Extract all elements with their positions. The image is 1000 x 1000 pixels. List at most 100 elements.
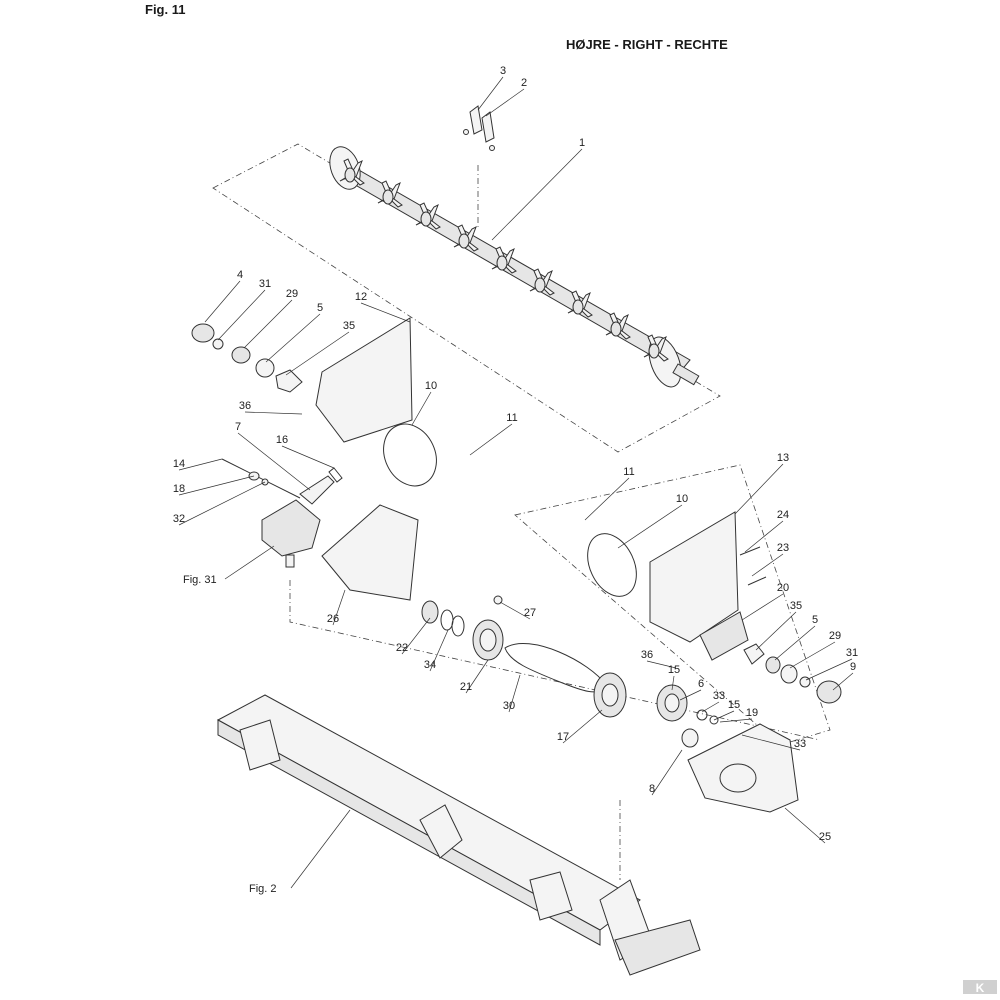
right-bracket [699, 611, 749, 661]
leader-ref-fig2 [290, 809, 351, 889]
callout-c29a: 29 [286, 288, 298, 300]
leader-c10a [411, 391, 432, 426]
callout-c5b: 5 [812, 614, 818, 626]
gearbox-area [221, 458, 343, 568]
leader-c35b [755, 611, 797, 651]
reference-fig2: Fig. 2 [249, 883, 277, 895]
leader-c30 [508, 674, 521, 713]
leader-c6 [679, 689, 702, 701]
leader-c19 [719, 718, 753, 723]
leader-c34 [429, 629, 449, 672]
callout-c6: 6 [698, 678, 704, 690]
right-side-plate [649, 511, 739, 643]
callout-c7: 7 [235, 421, 241, 433]
callout-c10a: 10 [425, 380, 437, 392]
tine-parts [463, 105, 495, 151]
callout-c14: 14 [173, 458, 185, 470]
callout-c31b: 31 [846, 647, 858, 659]
leader-c17 [562, 709, 603, 744]
callout-labels: 3214312953512101136716141832111013242320… [173, 65, 858, 895]
leader-c36b [646, 660, 677, 669]
side-title: HØJRE - RIGHT - RECHTE [566, 37, 728, 52]
leader-c29a [243, 299, 293, 349]
leader-c31b [805, 658, 853, 681]
left-pulley-group [421, 595, 504, 661]
callout-c29b: 29 [829, 630, 841, 642]
leader-c22 [401, 617, 431, 655]
leader-c12 [360, 302, 411, 323]
leader-c13 [734, 463, 784, 515]
right-drive-outline [514, 464, 831, 746]
belt-guard-hole [719, 763, 757, 793]
v-belt [504, 643, 607, 693]
callout-c3: 3 [500, 65, 506, 77]
reference-fig31: Fig. 31 [183, 574, 217, 586]
drive-line-outline [289, 580, 821, 741]
left-bearing-stack [191, 323, 303, 393]
rotor-shaft-assembly [329, 146, 700, 388]
right-pulley-group [656, 684, 719, 748]
leader-c16 [281, 445, 335, 469]
callout-c35b: 35 [790, 600, 802, 612]
callout-c13: 13 [777, 452, 789, 464]
leader-c10b [617, 504, 683, 549]
leader-c26 [332, 589, 346, 626]
rotor-tines [339, 158, 669, 362]
leader-c35a [285, 331, 350, 376]
callout-c16: 16 [276, 434, 288, 446]
leader-c8 [651, 749, 683, 796]
figure-title: Fig. 11 [145, 2, 185, 17]
left-guard-ring [383, 423, 437, 487]
callout-c4: 4 [237, 269, 243, 281]
callout-c35a: 35 [343, 320, 355, 332]
callout-c26: 26 [327, 613, 339, 625]
leader-c9 [832, 672, 854, 691]
leader-c21 [465, 659, 489, 694]
callout-c10b: 10 [676, 493, 688, 505]
callout-c33a: 33 [713, 690, 725, 702]
leader-c15b [713, 710, 735, 721]
leader-c3 [477, 76, 504, 111]
leader-c1 [491, 148, 583, 241]
leader-ref-fig31 [224, 545, 275, 580]
leader-c32 [178, 481, 266, 526]
callout-c5a: 5 [317, 302, 323, 314]
callout-c31a: 31 [259, 278, 271, 290]
callout-c27: 27 [524, 607, 536, 619]
leader-c20 [741, 593, 784, 621]
rotor-assembly-outline [212, 143, 721, 453]
callout-c2: 2 [521, 77, 527, 89]
callout-c32: 32 [173, 513, 185, 525]
leader-c7 [237, 432, 311, 491]
belt-guard [687, 723, 799, 813]
callout-c11a: 11 [506, 412, 517, 424]
leader-c31a [217, 289, 266, 341]
callout-c1: 1 [579, 137, 585, 149]
callout-c15b: 15 [728, 699, 740, 711]
callout-c30: 30 [503, 700, 515, 712]
leader-c2 [485, 88, 525, 117]
callout-c22: 22 [396, 642, 408, 654]
brand-logo: K [963, 980, 997, 995]
leader-c15a [671, 675, 675, 691]
leader-c23 [751, 553, 784, 577]
callout-c33b: 33 [794, 738, 806, 750]
callout-c20: 20 [777, 582, 789, 594]
callout-c19: 19 [746, 707, 758, 719]
right-bearing-stack [743, 643, 842, 704]
left-side-plate [315, 317, 413, 443]
callout-c36b: 36 [641, 649, 653, 661]
leader-c14 [178, 458, 223, 471]
callout-c18: 18 [173, 483, 185, 495]
callout-c21: 21 [460, 681, 472, 693]
callout-c34: 34 [424, 659, 436, 671]
main-frame [216, 694, 701, 976]
leader-c33b [741, 734, 801, 751]
callout-c23: 23 [777, 542, 789, 554]
left-drive-plate [321, 504, 419, 601]
leader-c11a [469, 423, 513, 456]
callout-c9: 9 [850, 661, 856, 673]
leader-c18 [178, 475, 255, 496]
leader-c5a [265, 313, 321, 363]
callout-c36a: 36 [239, 400, 251, 412]
